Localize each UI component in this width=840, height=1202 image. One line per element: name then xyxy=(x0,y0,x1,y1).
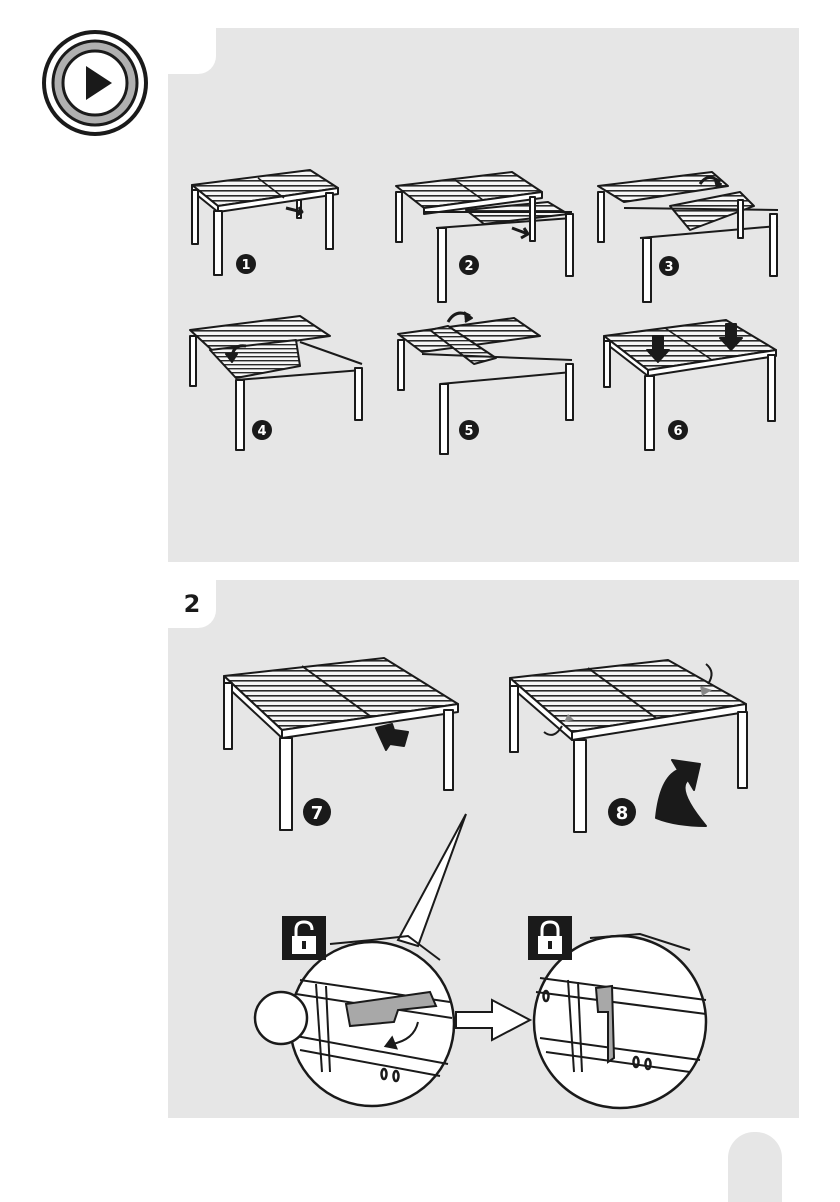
svg-text:3: 3 xyxy=(664,260,673,275)
step-1-table xyxy=(192,170,338,275)
step-4-table xyxy=(190,316,362,450)
step-8-badge: 8 xyxy=(608,798,636,826)
step-2-table xyxy=(396,172,573,302)
unlocked-detail-circle xyxy=(290,936,454,1106)
svg-text:4: 4 xyxy=(257,424,266,439)
step-4-badge: 4 xyxy=(252,420,272,440)
svg-text:6: 6 xyxy=(673,424,682,439)
svg-text:8: 8 xyxy=(616,803,629,824)
svg-text:5: 5 xyxy=(464,424,473,439)
unlocked-padlock-icon xyxy=(282,916,326,960)
step-3-badge: 3 xyxy=(659,256,679,276)
locked-detail-circle xyxy=(534,934,706,1108)
step-7-badge: 7 xyxy=(303,798,331,826)
step-6-badge: 6 xyxy=(668,420,688,440)
step-5-table xyxy=(398,312,573,454)
locked-padlock-icon xyxy=(528,916,572,960)
svg-text:1: 1 xyxy=(241,258,250,273)
svg-text:7: 7 xyxy=(311,803,324,824)
transition-arrow-icon xyxy=(456,1000,530,1040)
detail-callout-pointer xyxy=(398,814,466,946)
svg-text:2: 2 xyxy=(464,259,473,274)
step-2-badge: 2 xyxy=(459,255,479,275)
step-3-table xyxy=(598,172,778,302)
step-7-table xyxy=(224,658,458,830)
step-1-badge: 1 xyxy=(236,254,256,274)
step-6-table xyxy=(604,320,776,450)
detail-marker-circle xyxy=(255,992,307,1044)
step-5-badge: 5 xyxy=(459,420,479,440)
